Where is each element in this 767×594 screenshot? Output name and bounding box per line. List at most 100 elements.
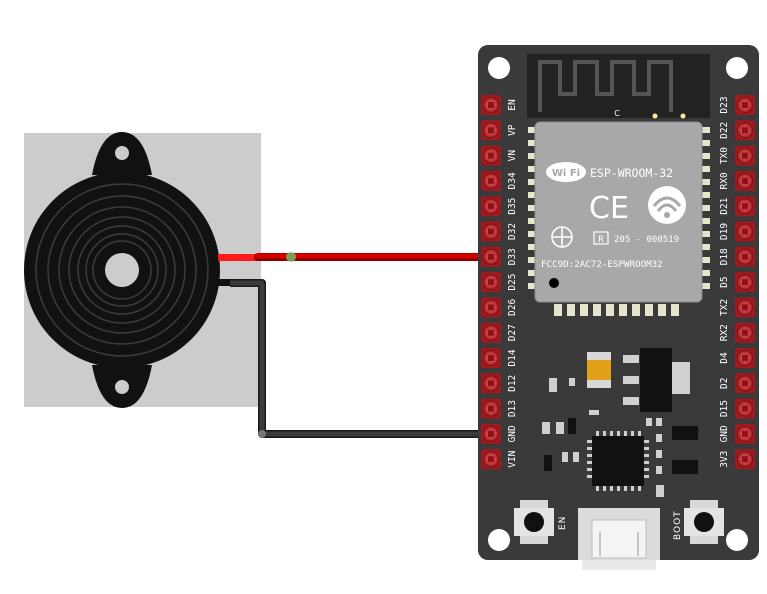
pin-label: D13 (507, 400, 518, 417)
pin-label: 3V3 (719, 451, 730, 468)
usb-uart-chip (587, 431, 649, 491)
pin-label: VIN (507, 450, 518, 467)
header-pin-right-d2[interactable] (735, 373, 755, 394)
pin-label: D5 (719, 276, 730, 287)
header-pin-right-rx0[interactable] (735, 170, 755, 191)
pin-label: RX0 (719, 172, 730, 189)
esp-wroom-32-module: Wi Fi ESP-WROOM-32 CE R 205 - 000519 FCC… (534, 121, 703, 303)
header-pin-right-d5[interactable] (735, 272, 755, 293)
mounting-hole (726, 529, 748, 551)
header-pin-left-d14[interactable] (481, 348, 501, 368)
header-pin-left-vp[interactable] (481, 120, 501, 141)
pin-label: D32 (507, 223, 518, 240)
pin-label: D35 (507, 198, 518, 215)
buzzer (24, 132, 261, 408)
boot-button[interactable] (684, 500, 724, 544)
mounting-hole (488, 57, 510, 79)
buzzer-center-hole (105, 253, 139, 287)
r-code: 205 - 000519 (614, 235, 679, 245)
header-pin-left-en[interactable] (481, 95, 501, 115)
header-pin-right-d19[interactable] (735, 221, 755, 242)
tantalum-capacitor (587, 352, 611, 388)
pin-label: EN (507, 99, 518, 111)
header-pin-left-d34[interactable] (481, 170, 501, 191)
header-pin-left-d32[interactable] (481, 221, 501, 242)
module-pads-left (528, 127, 536, 289)
header-pin-right-tx2[interactable] (735, 297, 755, 318)
header-pin-left-d26[interactable] (481, 297, 501, 318)
pin-label: TX2 (719, 299, 730, 316)
pin-label: D26 (507, 299, 518, 316)
micro-usb-port[interactable] (578, 508, 660, 570)
pin-label: D18 (719, 248, 730, 265)
header-pin-left-gnd[interactable] (481, 423, 501, 444)
pin-label: D14 (507, 349, 518, 366)
pin-label: D21 (719, 197, 730, 214)
pin-label: D34 (507, 172, 518, 189)
pin-label: D22 (719, 122, 730, 139)
r-mark-box (593, 231, 609, 245)
en-button[interactable] (514, 500, 554, 544)
header-pin-left-d25[interactable] (481, 272, 501, 293)
antenna-trace (538, 60, 673, 112)
wifi-badge-text: Wi Fi (552, 168, 580, 179)
pin-label: GND (719, 425, 730, 442)
antenna-dot (652, 113, 658, 119)
header-pin-left-vin[interactable] (481, 449, 501, 470)
header-pin-left-d27[interactable] (481, 322, 501, 343)
module-name: ESP-WROOM-32 (590, 166, 673, 180)
smd-black-parts (544, 418, 698, 474)
wifi-certified-icon (648, 186, 686, 224)
fcc-id: FCC9D:2AC72-ESPWROOM32 (541, 259, 663, 270)
buzzer-rings (35, 183, 209, 357)
pin1-marker (549, 278, 559, 288)
mounting-hole (726, 57, 748, 79)
signal-wire[interactable] (254, 250, 498, 264)
ce-mark: CE (589, 191, 629, 226)
pin-label: TX0 (719, 147, 730, 164)
header-pin-right-d21[interactable] (735, 196, 755, 217)
r-mark: R (598, 235, 604, 245)
mounting-hole (488, 529, 510, 551)
header-pin-left-d13[interactable] (481, 398, 501, 419)
pin-label: D27 (507, 324, 518, 341)
compliance-mark-icon (551, 226, 573, 248)
pin-label: D4 (719, 352, 730, 364)
header-pin-right-d22[interactable] (735, 120, 755, 141)
pin-label: D33 (507, 248, 518, 265)
header-pin-right-d23[interactable] (735, 95, 755, 115)
pin-label: D2 (719, 378, 730, 389)
antenna-letter: C (614, 109, 620, 118)
ground-wire[interactable] (230, 279, 493, 441)
boot-button-label: BOOT (673, 510, 683, 540)
en-button-label: EN (558, 516, 568, 530)
antenna-dot (680, 113, 686, 119)
header-pin-left-d33[interactable] (481, 246, 501, 267)
esp32-board: C (478, 45, 759, 570)
buzzer-mount-hole-top (115, 146, 129, 160)
wires (230, 250, 498, 441)
header-pin-right-d18[interactable] (735, 246, 755, 267)
pin-label: VN (507, 150, 518, 162)
header-pin-right-d4[interactable] (735, 348, 755, 368)
right-pin-header: D23D22TX0RX0D21D19D18D5TX2RX2D4D2D15GND3… (719, 95, 755, 470)
header-pin-left-d12[interactable] (481, 373, 501, 394)
header-pin-right-3v3[interactable] (735, 449, 755, 470)
header-pin-left-d35[interactable] (481, 196, 501, 217)
module-pads-bottom (554, 304, 679, 316)
antenna-area (527, 54, 710, 118)
header-pin-right-rx2[interactable] (735, 322, 755, 343)
ground-wire-corner (258, 430, 266, 438)
header-pin-left-vn[interactable] (481, 145, 501, 166)
header-pin-right-gnd[interactable] (735, 423, 755, 444)
left-pin-header: ENVPVND34D35D32D33D25D26D27D14D12D13GNDV… (481, 95, 518, 470)
header-pin-right-d15[interactable] (735, 398, 755, 419)
pin-label: GND (507, 425, 518, 442)
pin-label: D15 (719, 400, 730, 417)
pin-label: RX2 (719, 324, 730, 341)
signal-wire-joint (286, 252, 296, 262)
header-pin-right-tx0[interactable] (735, 145, 755, 166)
buzzer-mount-hole-bottom (115, 380, 129, 394)
module-pads-right (702, 127, 710, 289)
wifi-logo-icon (546, 162, 586, 182)
